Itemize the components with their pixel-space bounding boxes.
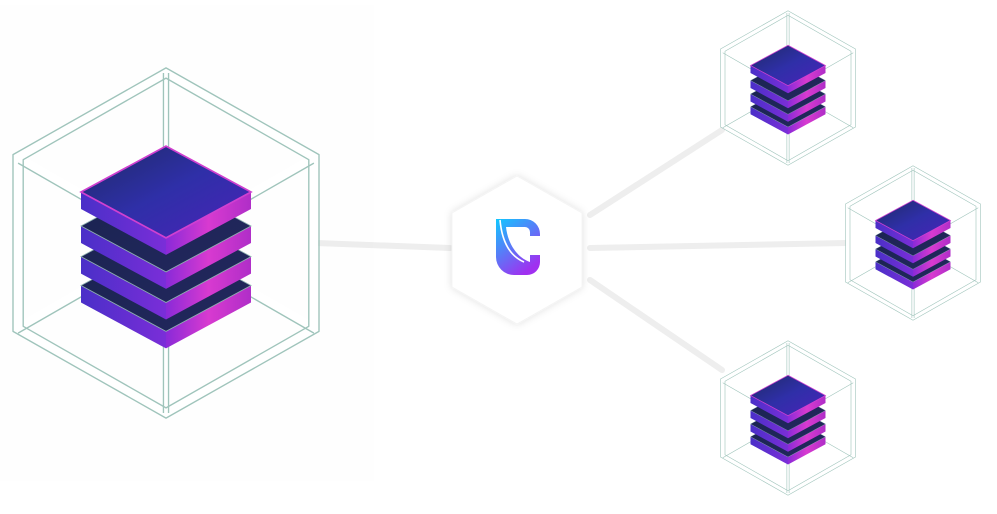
stack-bottom-right-cube-icon	[721, 341, 856, 496]
connection-bottom-right	[587, 277, 725, 373]
connection-main	[313, 240, 453, 251]
connection-lines	[313, 127, 849, 373]
hub-hexagon	[451, 175, 583, 325]
brand-c-logo-icon	[496, 219, 540, 275]
connection-middle-right	[587, 240, 849, 251]
central-hub[interactable]	[451, 175, 583, 325]
connection-top-right	[587, 127, 725, 218]
main-stack-cube-icon	[13, 68, 319, 418]
stack-middle-right-cube-icon	[846, 166, 981, 321]
stack-top-right-cube-icon	[721, 11, 856, 166]
